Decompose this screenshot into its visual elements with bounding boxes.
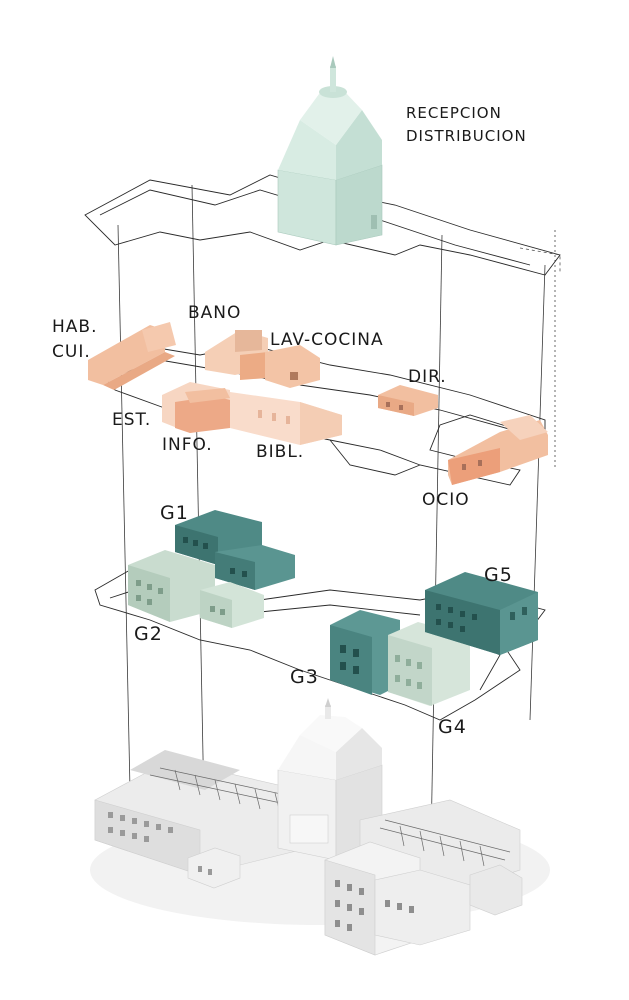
base-front-windows [335, 880, 364, 931]
ocio-building [448, 415, 548, 485]
label-lav-cocina: LAV-COCINA [270, 330, 384, 350]
base-building-complex [90, 698, 550, 956]
label-cui: CUI. [52, 342, 91, 362]
label-dir: DIR. [408, 367, 447, 387]
dir-building [378, 385, 438, 416]
base-left-windows [108, 812, 173, 842]
g4-building [388, 622, 470, 706]
bibl-building [230, 392, 342, 445]
label-ocio: OCIO [422, 490, 470, 510]
bano-building [205, 330, 268, 380]
label-est: EST. [112, 410, 151, 430]
label-hab: HAB. [52, 317, 97, 337]
hab-cui-building [88, 322, 176, 390]
label-bibl: BIBL. [256, 442, 304, 462]
g3-building [330, 610, 400, 695]
label-recepcion: RECEPCION [406, 104, 502, 122]
label-g5: G5 [484, 564, 513, 586]
base-roof-trusses-left [149, 767, 296, 814]
label-g1: G1 [160, 502, 189, 524]
label-info: INFO. [162, 435, 213, 455]
reception-building [277, 56, 383, 246]
est-info-building [162, 382, 230, 433]
label-bano: BANO [188, 303, 241, 323]
vertical-riser-lines [117, 184, 556, 901]
label-g3: G3 [290, 666, 319, 688]
g2-building [128, 550, 264, 628]
label-g4: G4 [438, 716, 467, 738]
g1-building [175, 510, 295, 590]
label-g2: G2 [134, 623, 163, 645]
g5-building [425, 572, 538, 655]
label-distribucion: DISTRIBUCION [406, 127, 527, 145]
base-roof-trusses-right [379, 819, 511, 867]
lav-cocina-building [265, 345, 320, 388]
